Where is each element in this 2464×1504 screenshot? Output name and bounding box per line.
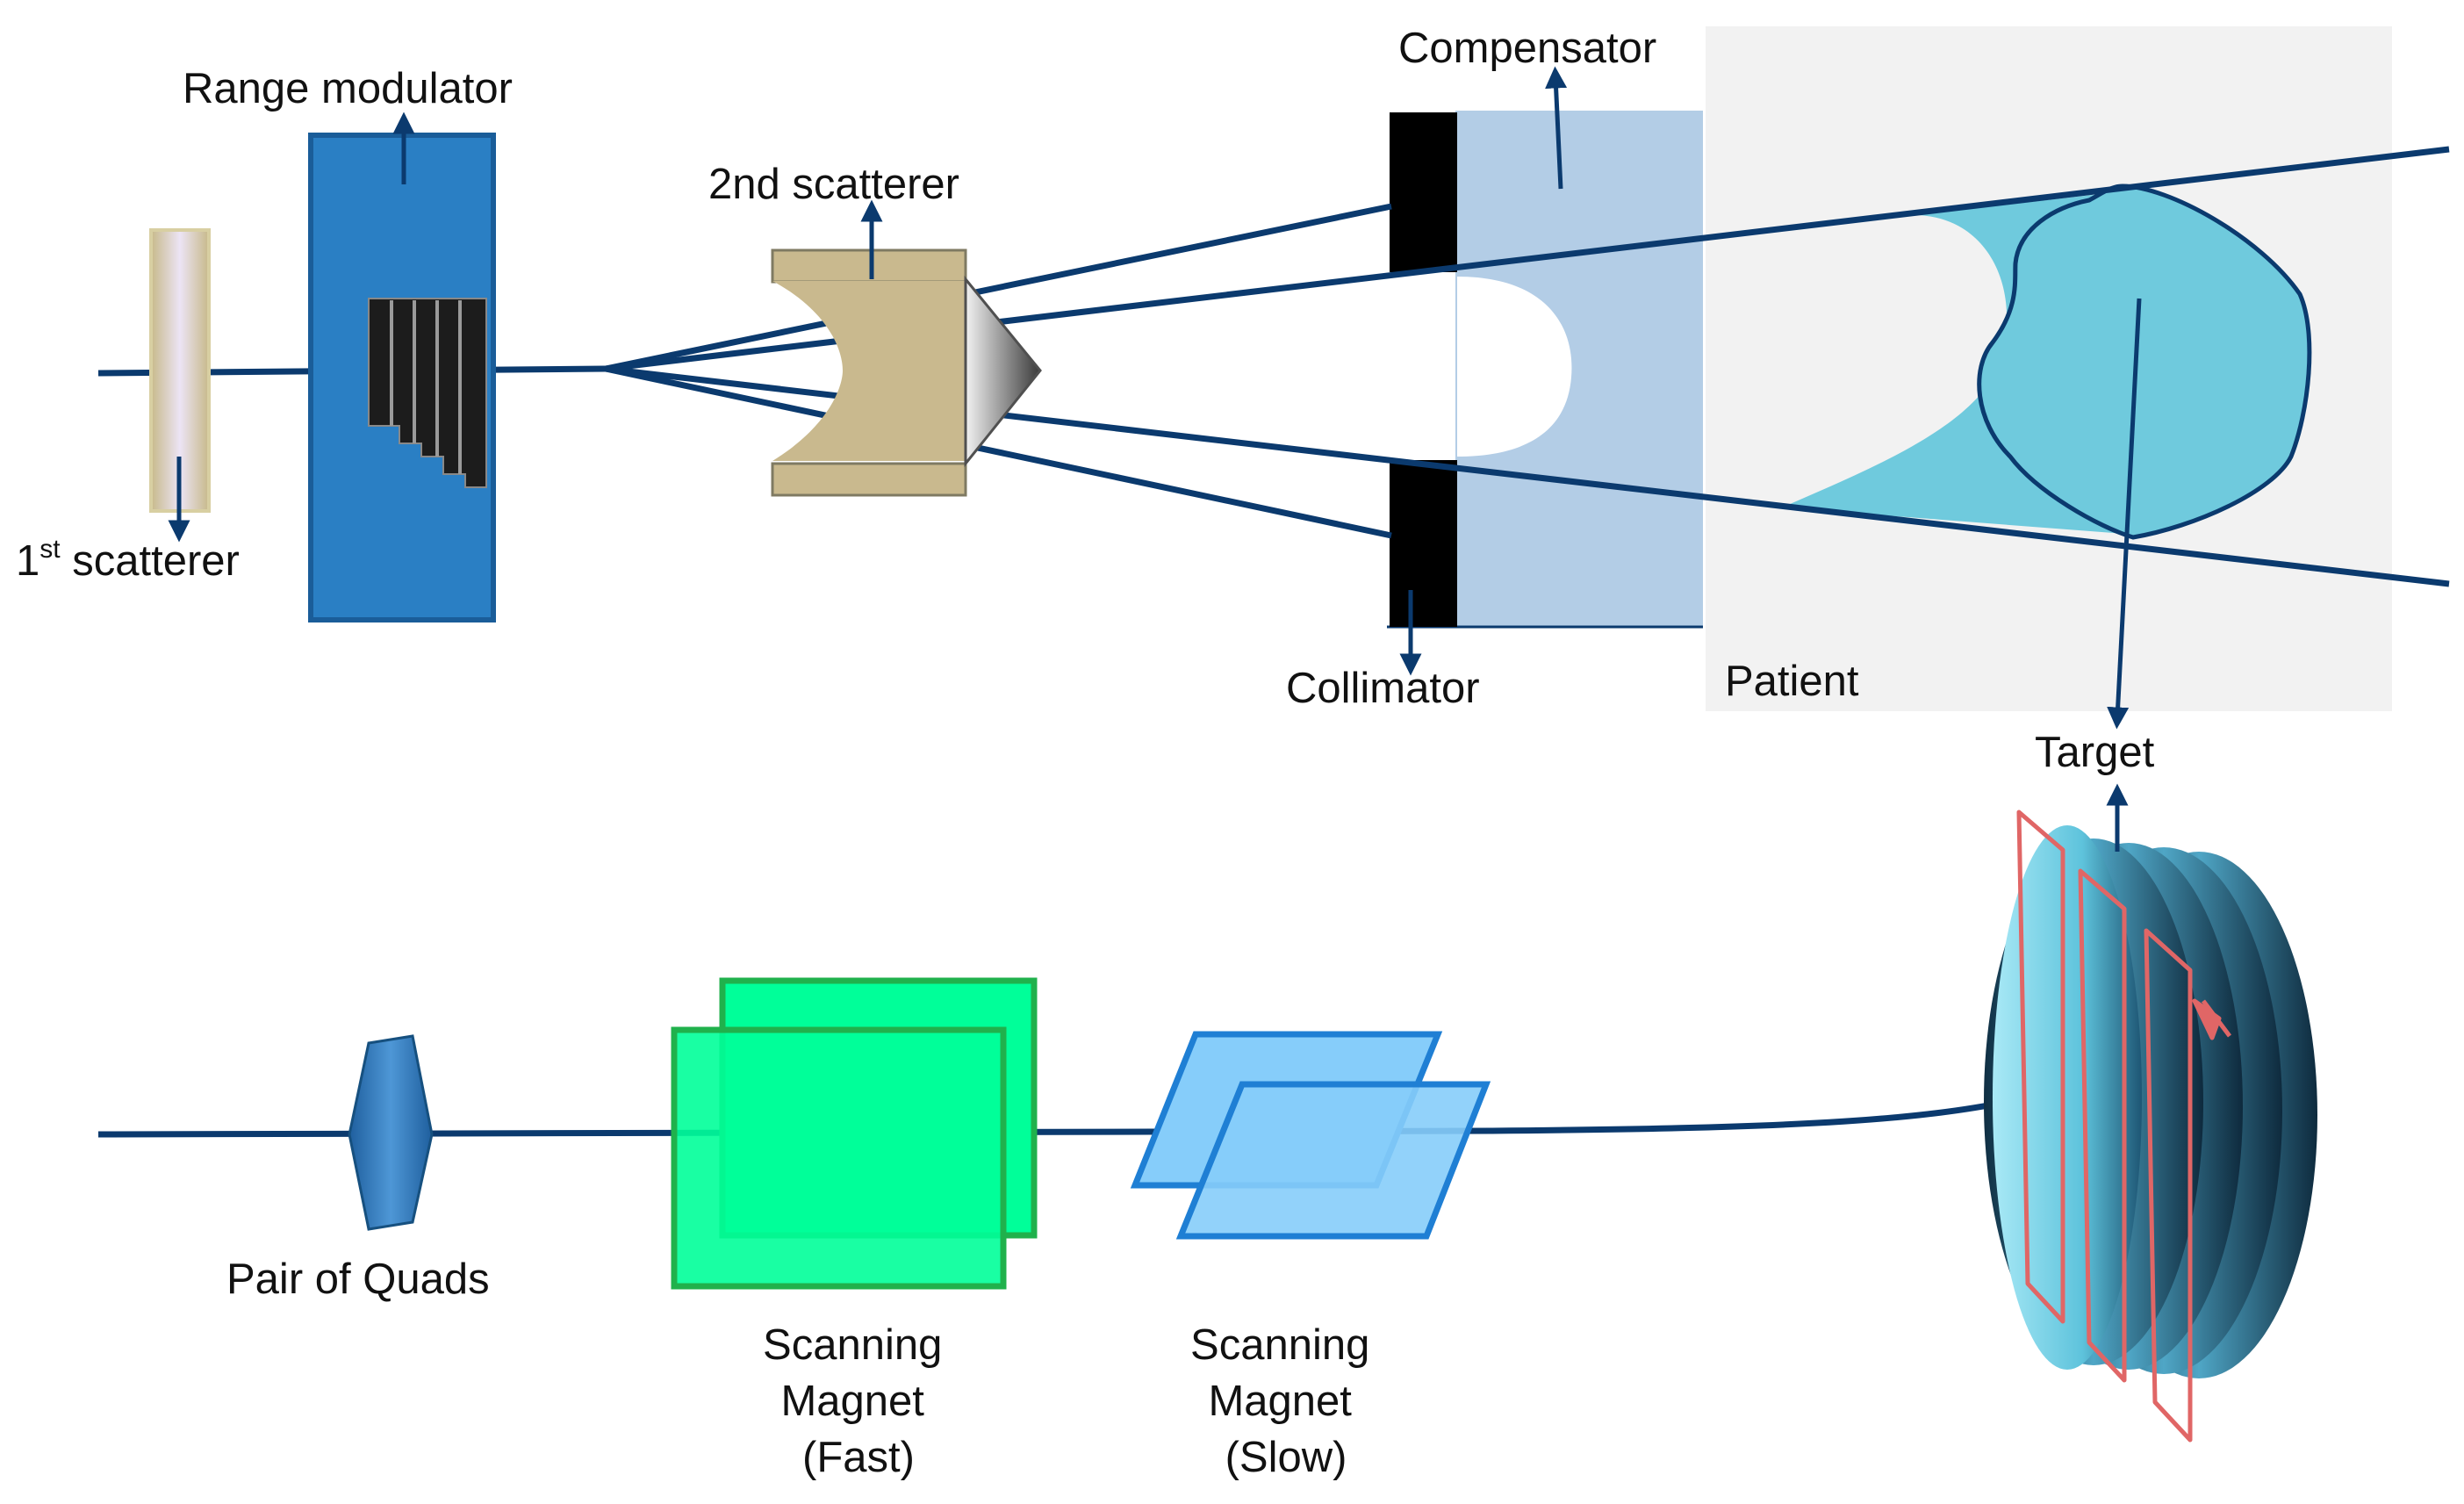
label-scanning-magnet-fast: Scanning Magnet (Fast) xyxy=(763,1321,954,1481)
target-slices xyxy=(1984,825,2317,1378)
scanning-magnet-fast-front xyxy=(671,1026,1007,1290)
range-modulator-steps xyxy=(368,298,487,488)
label-compensator: Compensator xyxy=(1398,25,1656,72)
beam-ray-upper-outer xyxy=(605,203,1392,372)
second-scatterer xyxy=(771,248,1042,497)
label-second-scatterer: 2nd scatterer xyxy=(708,161,959,208)
target-arrow-top xyxy=(2107,298,2142,730)
label-collimator: Collimator xyxy=(1286,665,1480,712)
compensator-arrow xyxy=(1545,66,1568,190)
collimator-upper-jaw xyxy=(1390,112,1457,272)
scanning-magnet-slow-front xyxy=(1175,1081,1491,1240)
target-shape xyxy=(1977,184,2312,540)
beam-ray-lower-outer xyxy=(605,365,1392,539)
label-patient: Patient xyxy=(1725,658,1859,705)
label-target: Target xyxy=(2035,729,2155,776)
scan-path xyxy=(2016,810,2231,1443)
label-first-scatterer: 1st scatterer xyxy=(16,535,240,585)
collimator-lower-jaw xyxy=(1390,460,1457,627)
label-pair-of-quads: Pair of Quads xyxy=(226,1256,490,1303)
label-scanning-magnet-slow: Scanning Magnet (Slow) xyxy=(1190,1321,1382,1481)
label-range-modulator: Range modulator xyxy=(183,65,513,112)
pair-of-quads xyxy=(348,1034,434,1231)
compensator-block xyxy=(1455,111,1703,628)
